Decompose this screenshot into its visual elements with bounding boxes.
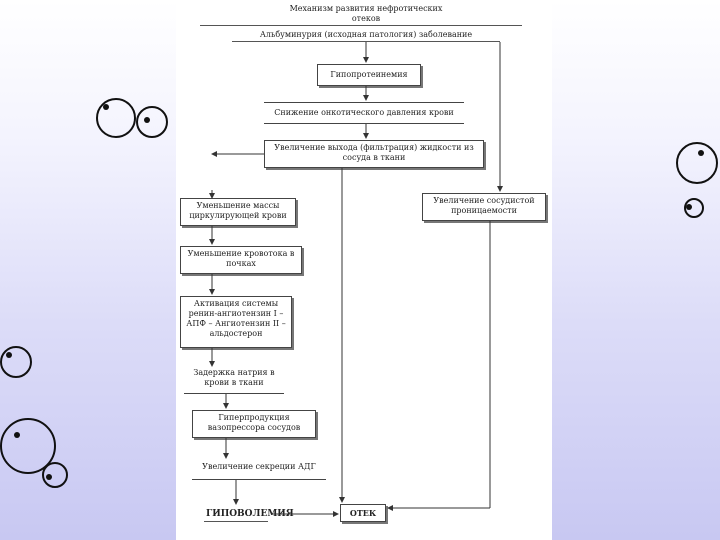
decor-dot <box>46 474 52 480</box>
connector-lines <box>209 42 503 517</box>
title-underline <box>200 25 522 26</box>
decor-dot <box>103 104 109 110</box>
hypovolemia-underline <box>204 521 268 522</box>
decor-dot <box>6 352 12 358</box>
node-edema: ОТЕК <box>340 504 386 522</box>
decor-circle <box>96 98 136 138</box>
decor-dot <box>686 204 692 210</box>
node-fluid-exit: Увеличение выхода (фильтрация) жидкости … <box>264 140 484 168</box>
diagram-title: Механизм развития нефротических отеков <box>289 4 443 23</box>
node-circulating-volume: Уменьшение массы циркулирующей крови <box>180 198 296 226</box>
node-vascular-permeability: Увеличение сосудистой проницаемости <box>422 193 546 221</box>
decor-circle <box>676 142 718 184</box>
node-hypoproteinemia: Гипопротеинемия <box>317 64 421 86</box>
decor-circle <box>0 346 32 378</box>
decor-dot <box>698 150 704 156</box>
node-hypovolemia: ГИПОВОЛЕМИЯ <box>206 509 294 519</box>
decor-dot <box>144 117 150 123</box>
decor-circle <box>42 462 68 488</box>
decor-dot <box>14 432 20 438</box>
node-adh: Увеличение секреции АДГ <box>192 460 326 480</box>
node-vasopressin: Гиперпродукция вазопрессора сосудов <box>192 410 316 438</box>
node-fluid-retention: Задержка натрия в крови в ткани <box>184 366 284 394</box>
subtitle-underline <box>232 41 500 42</box>
node-raas: Активация системы ренин-ангиотензин I – … <box>180 296 292 348</box>
decor-circle <box>136 106 168 138</box>
decor-circle <box>0 418 56 474</box>
diagram-subtitle: Альбуминурия (исходная патология) заболе… <box>259 30 473 39</box>
node-oncotic-drop: Снижение онкотического давления крови <box>264 102 464 124</box>
decor-circle <box>684 198 704 218</box>
node-renal-hypoperfusion: Уменьшение кровотока в почках <box>180 246 302 274</box>
slide-canvas: Механизм развития нефротических отеков А… <box>176 0 552 540</box>
